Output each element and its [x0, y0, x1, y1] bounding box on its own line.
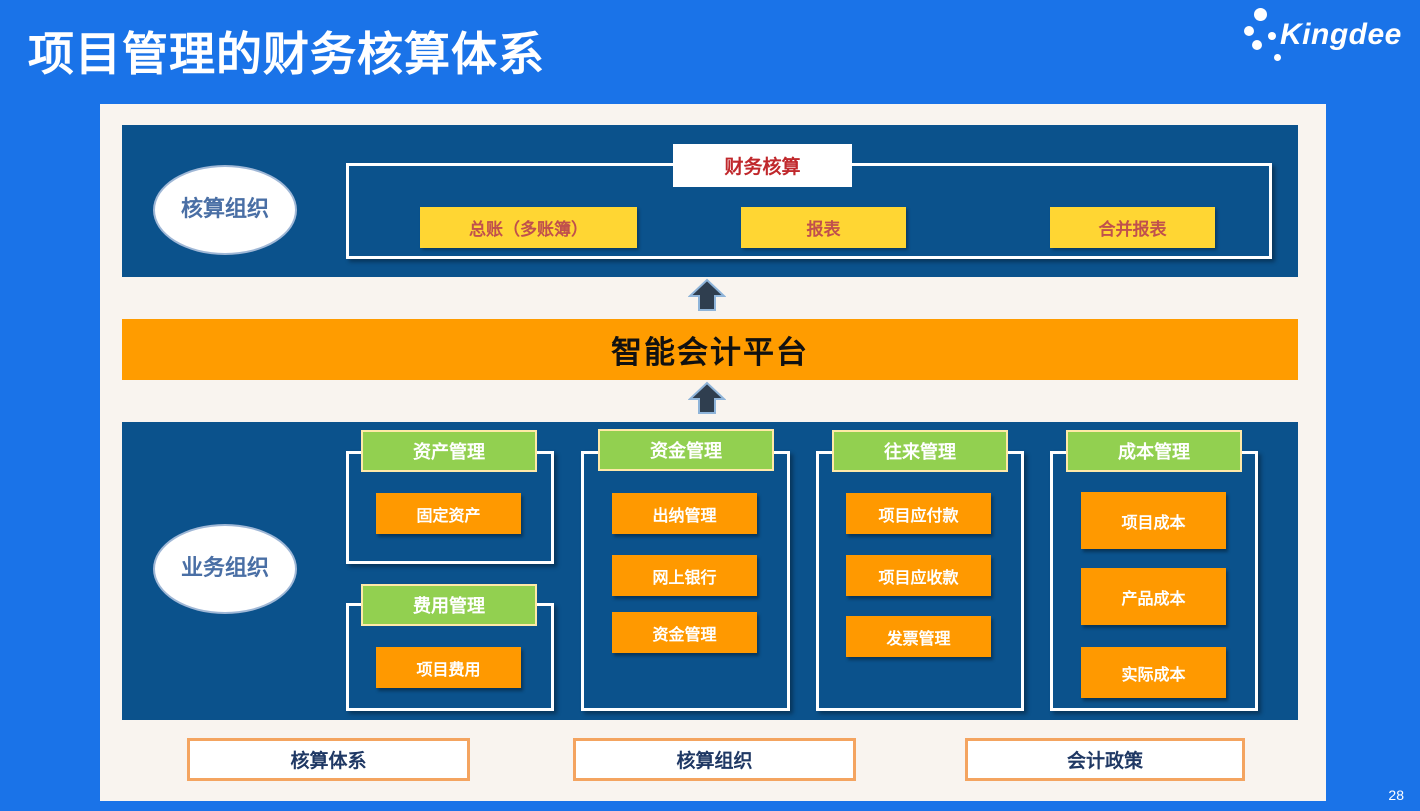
- invoice-management-item: 发票管理: [846, 616, 991, 657]
- smart-accounting-platform: 智能会计平台: [122, 319, 1298, 380]
- diagram-canvas: 核算组织 财务核算 总账（多账簿） 报表 合并报表 智能会计平台 业务组织 资产…: [100, 104, 1326, 801]
- logo-text: Kingdee: [1280, 18, 1402, 51]
- project-receivable-item: 项目应收款: [846, 555, 991, 596]
- accounting-org-ellipse: 核算组织: [153, 165, 297, 255]
- business-org-ellipse: 业务组织: [153, 524, 297, 614]
- general-ledger-item: 总账（多账簿）: [420, 207, 637, 248]
- accounting-policy-box: 会计政策: [965, 738, 1245, 781]
- actual-cost-item: 实际成本: [1081, 647, 1226, 698]
- reports-item: 报表: [741, 207, 906, 248]
- accounting-org-label: 核算组织: [181, 197, 270, 222]
- up-arrow-icon: [688, 381, 726, 414]
- expense-management-title: 费用管理: [361, 584, 537, 626]
- cost-management-title: 成本管理: [1066, 430, 1242, 472]
- project-payable-item: 项目应付款: [846, 493, 991, 534]
- consolidated-reports-item: 合并报表: [1050, 207, 1215, 248]
- project-expense-item: 项目费用: [376, 647, 521, 688]
- page-number: 28: [1388, 787, 1404, 803]
- business-org-label: 业务组织: [181, 556, 270, 581]
- project-cost-item: 项目成本: [1081, 492, 1226, 549]
- asset-management-title: 资产管理: [361, 430, 537, 472]
- product-cost-item: 产品成本: [1081, 568, 1226, 625]
- business-layer: 业务组织 资产管理 固定资产 费用管理 项目费用 资金管理 出纳管理 网上银行 …: [122, 422, 1298, 720]
- online-banking-item: 网上银行: [612, 555, 757, 596]
- kingdee-logo: Kingdee: [1240, 6, 1412, 66]
- financial-accounting-header: 财务核算: [673, 144, 852, 187]
- accounting-org-box: 核算组织: [573, 738, 856, 781]
- slide-title: 项目管理的财务核算体系: [28, 27, 545, 81]
- up-arrow-icon: [688, 278, 726, 311]
- fixed-assets-item: 固定资产: [376, 493, 521, 534]
- cashier-item: 出纳管理: [612, 493, 757, 534]
- accounting-system-box: 核算体系: [187, 738, 470, 781]
- fund-management-title: 资金管理: [598, 429, 774, 471]
- receivables-management-title: 往来管理: [832, 430, 1008, 472]
- fund-item: 资金管理: [612, 612, 757, 653]
- accounting-layer: 核算组织 财务核算 总账（多账簿） 报表 合并报表: [122, 125, 1298, 277]
